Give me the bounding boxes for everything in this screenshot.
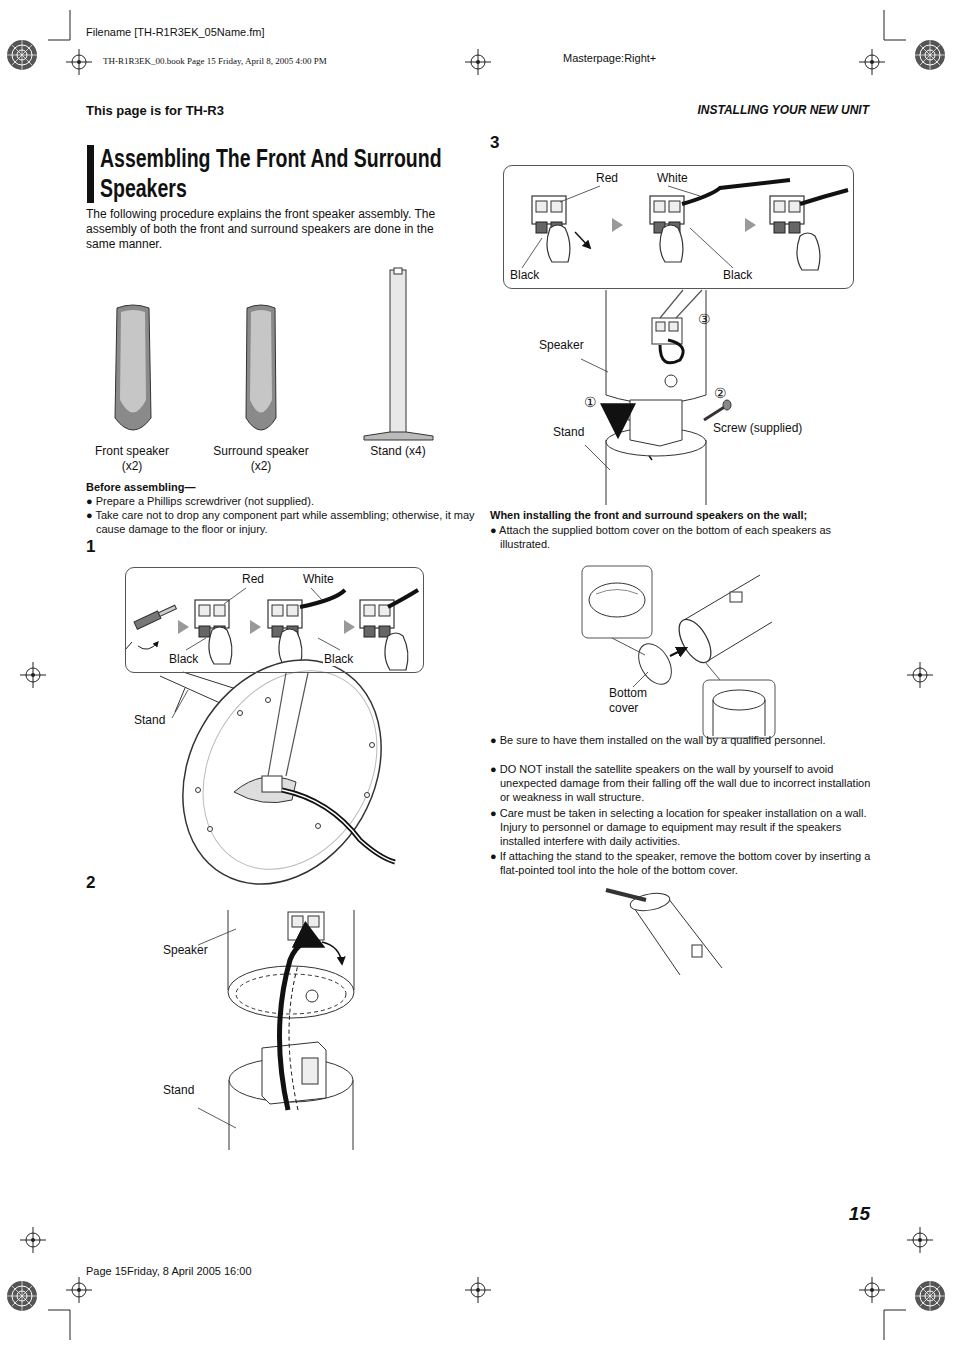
page-label: This page is for TH-R3 bbox=[86, 103, 224, 119]
page-label: 15 bbox=[830, 1202, 870, 1226]
page-label: Before assembling— bbox=[86, 481, 195, 495]
title-bar bbox=[87, 145, 94, 203]
page-label: Surround speaker (x2) bbox=[206, 444, 316, 474]
page-label: Stand bbox=[134, 713, 165, 728]
wire-color-label: Red bbox=[595, 171, 619, 185]
page-label: The following procedure explains the fro… bbox=[86, 207, 461, 252]
step1-figure bbox=[125, 588, 421, 920]
page-label: ● If attaching the stand to the speaker,… bbox=[490, 850, 880, 878]
page-label: Page 15Friday, 8 April 2005 16:00 bbox=[86, 1265, 252, 1279]
page-label: ● Be sure to have them installed on the … bbox=[490, 734, 880, 748]
page-label: Stand bbox=[553, 425, 584, 440]
wire-color-label: Red bbox=[241, 572, 265, 586]
page-label: ● Take care not to drop any component pa… bbox=[86, 509, 476, 537]
page-label: Speaker bbox=[539, 338, 584, 353]
page-label: ① bbox=[584, 394, 597, 412]
page-label: Filename [TH-R1R3EK_05Name.fm] bbox=[86, 26, 265, 40]
page-label: INSTALLING YOUR NEW UNIT bbox=[620, 103, 869, 118]
page-label: ● Prepare a Phillips screwdriver (not su… bbox=[86, 495, 476, 509]
page-label: 2 bbox=[86, 872, 95, 893]
tool-figure bbox=[606, 890, 722, 975]
wire-color-label: Black bbox=[168, 652, 199, 666]
page-label: TH-R1R3EK_00.book Page 15 Friday, April … bbox=[103, 56, 327, 67]
page-title: Assembling The Front And Surround Speake… bbox=[100, 143, 474, 203]
wire-color-label: White bbox=[656, 171, 689, 185]
print-marks bbox=[7, 10, 945, 1340]
page-label: Front speaker (x2) bbox=[87, 444, 177, 474]
bottom-cover-figure bbox=[582, 566, 775, 738]
page-label: Stand bbox=[163, 1083, 194, 1098]
page-label: 1 bbox=[86, 536, 95, 557]
wire-color-label: White bbox=[302, 572, 335, 586]
callout-box: Red WhiteBlack Black bbox=[125, 567, 424, 673]
wire-color-label: Black bbox=[323, 652, 354, 666]
step2-figure bbox=[198, 910, 354, 1150]
page-label: Masterpage:Right+ bbox=[563, 52, 656, 66]
wire-color-label: Black bbox=[722, 268, 753, 282]
page-label: Speaker bbox=[163, 943, 208, 958]
page-label: When installing the front and surround s… bbox=[490, 509, 880, 523]
page-label: ③ bbox=[698, 311, 711, 329]
wire-color-label: Black bbox=[509, 268, 540, 282]
page-label: Bottom cover bbox=[609, 686, 669, 716]
page-label: ② bbox=[714, 385, 727, 403]
callout-box: Red WhiteBlack Black bbox=[503, 165, 854, 289]
page-label: ● DO NOT install the satellite speakers … bbox=[490, 763, 880, 804]
step3-figure bbox=[522, 180, 848, 505]
page-label: Screw (supplied) bbox=[713, 421, 802, 436]
parts-figure bbox=[115, 268, 433, 440]
page-label: ● Care must be taken in selecting a loca… bbox=[490, 807, 880, 848]
page-label: ● Attach the supplied bottom cover on th… bbox=[490, 524, 880, 552]
page-label: Stand (x4) bbox=[353, 444, 443, 459]
page-label: 3 bbox=[490, 132, 499, 153]
